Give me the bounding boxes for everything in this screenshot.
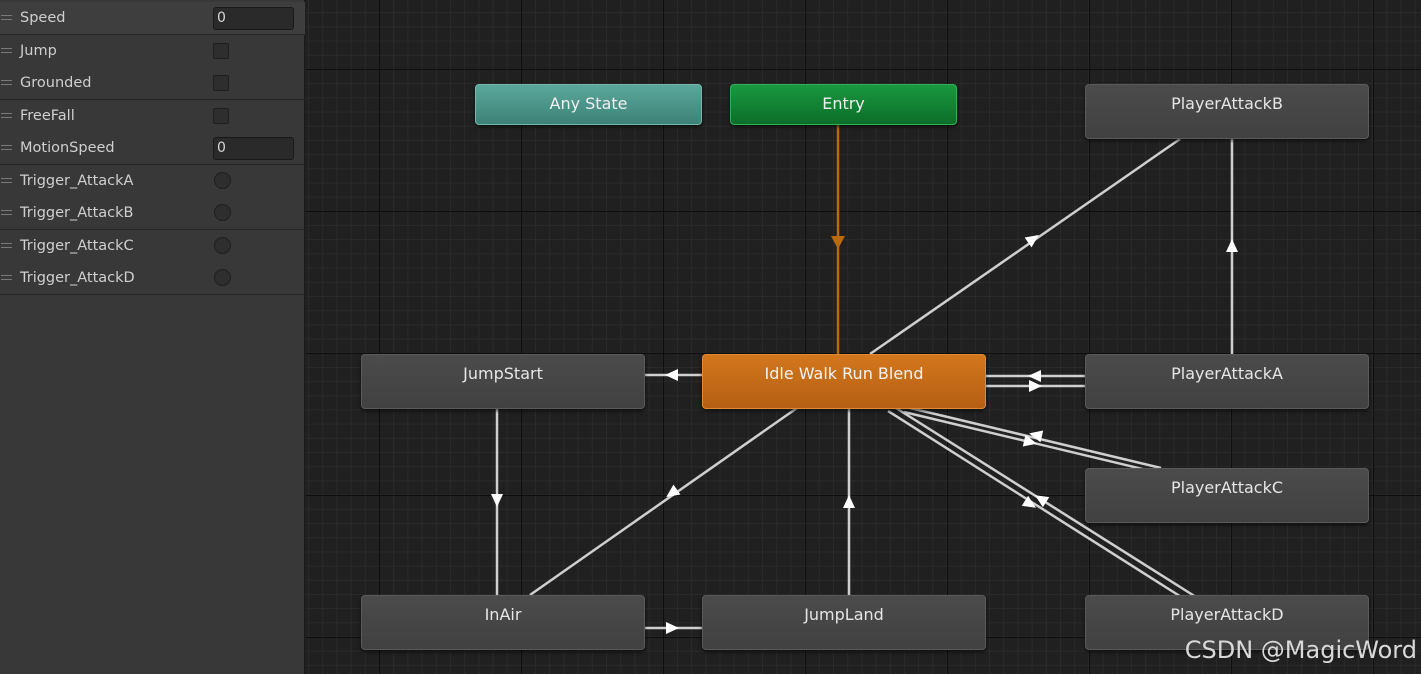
- drag-handle-icon[interactable]: [1, 48, 12, 53]
- state-label: Any State: [549, 94, 628, 113]
- parameter-row-speed[interactable]: Speed 0: [0, 2, 305, 35]
- drag-handle-icon[interactable]: [1, 113, 12, 118]
- grounded-checkbox[interactable]: [213, 75, 229, 91]
- state-jump-land[interactable]: JumpLand: [702, 595, 986, 650]
- parameter-name: Trigger_AttackB: [20, 205, 134, 221]
- transition-arrow-icon: [1021, 495, 1036, 508]
- drag-handle-icon[interactable]: [1, 80, 12, 85]
- drag-handle-icon[interactable]: [1, 275, 12, 280]
- parameter-row-trigger-attackc[interactable]: Trigger_AttackC: [0, 230, 305, 262]
- drag-handle-icon[interactable]: [1, 15, 12, 20]
- parameter-name: FreeFall: [20, 108, 75, 124]
- drag-handle-icon[interactable]: [1, 178, 12, 183]
- speed-value-field[interactable]: 0: [213, 7, 294, 30]
- state-label: PlayerAttackA: [1171, 364, 1283, 383]
- drag-handle-icon[interactable]: [1, 243, 12, 248]
- state-idle-walk-run-blend[interactable]: Idle Walk Run Blend: [702, 354, 986, 409]
- state-label: InAir: [484, 605, 522, 624]
- transition-attackb-to-idle[interactable]: [869, 137, 1181, 356]
- parameter-name: MotionSpeed: [20, 140, 115, 156]
- transition-idle-to-inair[interactable]: [529, 406, 798, 597]
- state-player-attack-d[interactable]: PlayerAttackD: [1085, 595, 1369, 650]
- parameter-row-grounded[interactable]: Grounded: [0, 67, 305, 100]
- transition-arrow-icon: [1029, 380, 1042, 392]
- state-label: PlayerAttackC: [1170, 478, 1284, 497]
- transition-arrow-icon: [666, 484, 681, 498]
- parameters-panel: Speed 0 Jump Grounded FreeFall MotionSpe…: [0, 0, 305, 674]
- state-jump-start[interactable]: JumpStart: [361, 354, 645, 409]
- animator-graph[interactable]: Any State Entry PlayerAttackB JumpStart …: [306, 0, 1421, 674]
- transition-arrow-icon: [831, 236, 845, 249]
- parameter-row-trigger-attackb[interactable]: Trigger_AttackB: [0, 197, 305, 230]
- parameter-name: Jump: [20, 43, 57, 59]
- transition-arrow-icon: [1022, 434, 1037, 447]
- state-player-attack-b[interactable]: PlayerAttackB: [1085, 84, 1369, 139]
- trigger-attacka-radio[interactable]: [214, 172, 231, 189]
- transition-arrow-icon: [666, 622, 679, 634]
- state-label: PlayerAttackD: [1170, 605, 1284, 624]
- state-player-attack-c[interactable]: PlayerAttackC: [1085, 468, 1369, 523]
- transition-layer: [491, 125, 1238, 634]
- state-label: JumpLand: [804, 605, 884, 624]
- jump-checkbox[interactable]: [213, 43, 229, 59]
- parameter-row-trigger-attackd[interactable]: Trigger_AttackD: [0, 262, 305, 295]
- transition-arrow-icon: [843, 495, 855, 508]
- state-in-air[interactable]: InAir: [361, 595, 645, 650]
- freefall-checkbox[interactable]: [213, 108, 229, 124]
- transition-attackd-to-idle[interactable]: [895, 406, 1197, 599]
- state-any-state[interactable]: Any State: [475, 84, 702, 125]
- transition-arrow-icon: [1029, 430, 1044, 443]
- parameter-row-jump[interactable]: Jump: [0, 35, 305, 67]
- trigger-attackb-radio[interactable]: [214, 204, 231, 221]
- parameter-name: Trigger_AttackD: [20, 270, 135, 286]
- trigger-attackd-radio[interactable]: [214, 269, 231, 286]
- transition-arrow-icon: [1028, 370, 1041, 382]
- state-label: Entry: [822, 94, 865, 113]
- drag-handle-icon[interactable]: [1, 210, 12, 215]
- transition-arrow-icon: [1035, 495, 1050, 508]
- state-label: JumpStart: [463, 364, 543, 383]
- parameter-row-motionspeed[interactable]: MotionSpeed 0: [0, 132, 305, 165]
- motionspeed-value-field[interactable]: 0: [213, 137, 294, 160]
- state-label: Idle Walk Run Blend: [764, 364, 924, 383]
- transition-arrow-icon: [491, 494, 503, 507]
- parameter-name: Trigger_AttackA: [20, 173, 134, 189]
- transition-arrow-icon: [665, 369, 678, 381]
- parameter-name: Trigger_AttackC: [20, 238, 134, 254]
- transition-arrow-icon: [1024, 234, 1039, 248]
- state-label: PlayerAttackB: [1171, 94, 1283, 113]
- state-player-attack-a[interactable]: PlayerAttackA: [1085, 354, 1369, 409]
- parameter-name: Grounded: [20, 75, 92, 91]
- parameter-row-freefall[interactable]: FreeFall: [0, 100, 305, 132]
- state-entry[interactable]: Entry: [730, 84, 957, 125]
- transition-arrow-icon: [1226, 239, 1238, 252]
- watermark: CSDN @MagicWord: [1184, 636, 1417, 664]
- parameter-row-trigger-attacka[interactable]: Trigger_AttackA: [0, 165, 305, 197]
- trigger-attackc-radio[interactable]: [214, 237, 231, 254]
- parameter-name: Speed: [20, 10, 66, 26]
- drag-handle-icon[interactable]: [1, 145, 12, 150]
- transition-idle-to-attackd[interactable]: [887, 409, 1187, 602]
